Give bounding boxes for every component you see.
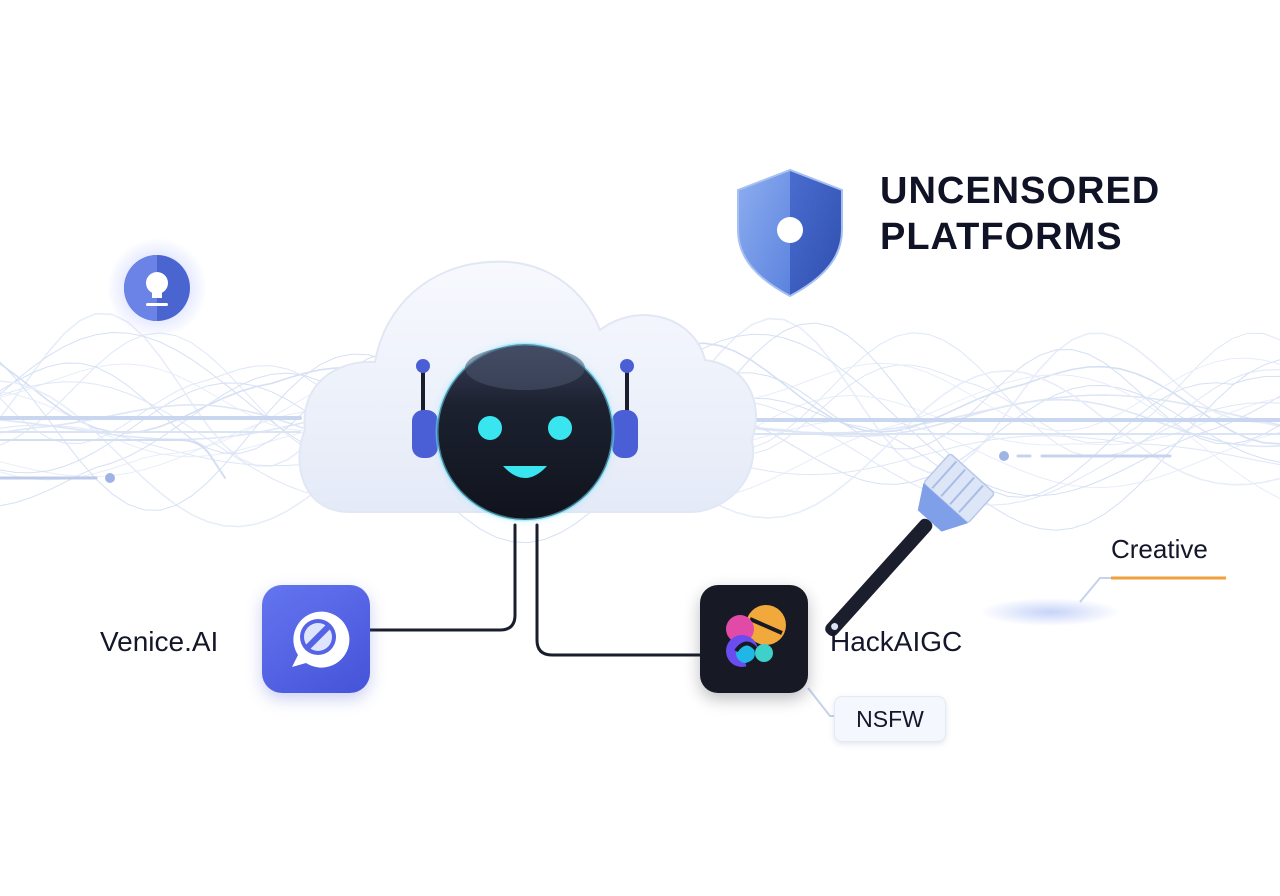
hackaigc-app-tile[interactable] [700,585,808,693]
shield-icon [737,168,843,298]
title-line-1: UNCENSORED [880,170,1161,212]
robot-icon [412,336,638,528]
connector-lines [368,523,702,657]
brush-icon [825,453,1120,637]
title-line-2: PLATFORMS [880,216,1123,258]
tech-lines [0,416,1280,483]
venice-app-tile[interactable] [262,585,370,693]
hackaigc-label[interactable]: HackAIGC [830,626,963,657]
creative-label: Creative [1111,534,1208,564]
nsfw-tag: NSFW [834,696,946,742]
venice-chat-icon [292,611,350,668]
venice-label[interactable]: Venice.AI [100,626,219,657]
lightbulb-icon [107,238,207,338]
hackaigc-logo-icon [726,605,786,667]
